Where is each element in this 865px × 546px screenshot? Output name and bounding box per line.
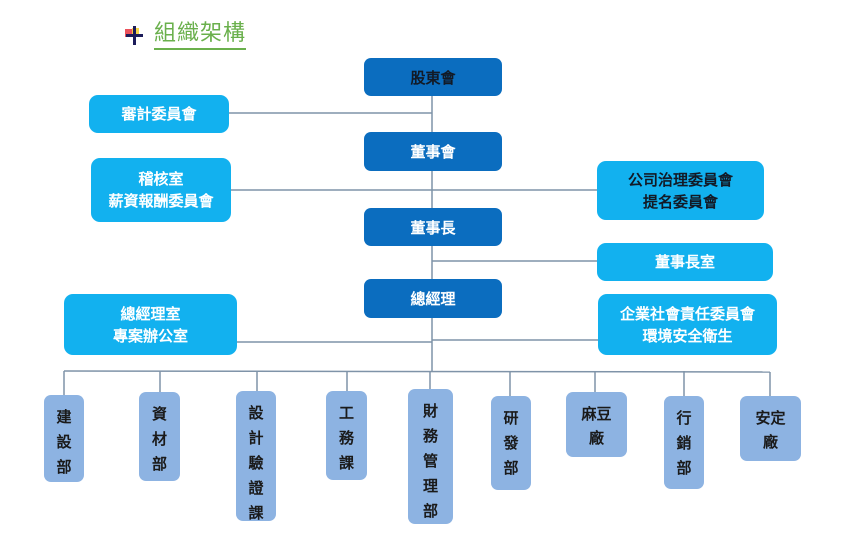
president-label: 總經理 — [410, 290, 456, 308]
department-label-materials: 資材部 — [151, 405, 167, 473]
internal-audit-label: 稽核室 — [138, 170, 184, 188]
page-title[interactable]: 組織架構 — [154, 21, 247, 50]
governance-committee-box[interactable]: 公司治理委員會 提名委員會 — [597, 161, 764, 220]
department-box-design-verification[interactable]: 設計驗證課 — [236, 391, 276, 522]
department-label-finance: 財務管理部 — [422, 402, 438, 520]
plus-cross-icon — [124, 25, 144, 45]
department-box-madou-plant[interactable]: 麻豆廠 — [566, 392, 627, 457]
shareholders-meeting-box[interactable]: 股東會 — [364, 58, 502, 96]
shareholders-meeting-label: 股東會 — [410, 68, 456, 87]
department-bus — [63, 370, 771, 373]
president-office-text: 總經理室 專案辦公室 — [113, 303, 188, 347]
board-of-directors-label: 董事會 — [410, 143, 456, 161]
ehs-label: 環境安全衛生 — [642, 326, 733, 345]
compensation-committee-label: 薪資報酬委員會 — [108, 192, 214, 210]
csr-committee-box[interactable]: 企業社會責任委員會 環境安全衛生 — [598, 294, 777, 355]
president-box[interactable]: 總經理 — [364, 279, 502, 318]
chairman-office-label: 董事長室 — [654, 253, 715, 271]
audit-committee-box[interactable]: 審計委員會 — [89, 95, 229, 133]
governance-committee-label: 公司治理委員會 — [627, 170, 733, 189]
president-office-box[interactable]: 總經理室 專案辦公室 — [64, 294, 237, 355]
chairman-office-box[interactable]: 董事長室 — [597, 243, 773, 281]
department-label-construction: 建設部 — [56, 408, 72, 476]
audit-committee-label: 審計委員會 — [121, 105, 197, 123]
department-box-construction[interactable]: 建設部 — [44, 395, 84, 482]
department-box-marketing[interactable]: 行銷部 — [664, 396, 704, 489]
department-label-madou-plant: 麻豆廠 — [581, 405, 612, 447]
department-label-rnd: 研發部 — [503, 409, 519, 477]
department-box-finance[interactable]: 財務管理部 — [408, 389, 453, 524]
csr-committee-label: 企業社會責任委員會 — [619, 304, 755, 323]
department-box-rnd[interactable]: 研發部 — [491, 396, 531, 490]
project-office-label: 專案辦公室 — [112, 326, 188, 345]
board-of-directors-box[interactable]: 董事會 — [364, 132, 502, 171]
department-box-materials[interactable]: 資材部 — [139, 392, 180, 481]
nomination-committee-label: 提名委員會 — [642, 192, 718, 211]
president-office-label: 總經理室 — [120, 304, 181, 323]
department-label-anding-plant: 安定廠 — [755, 409, 786, 451]
csr-committee-text: 企業社會責任委員會 環境安全衛生 — [620, 303, 755, 347]
internal-audit-box[interactable]: 稽核室 薪資報酬委員會 — [91, 158, 231, 222]
internal-audit-text: 稽核室 薪資報酬委員會 — [108, 168, 213, 212]
department-label-engineering: 工務課 — [338, 404, 354, 472]
department-label-marketing: 行銷部 — [676, 409, 692, 477]
chairman-label: 董事長 — [410, 218, 456, 237]
department-box-anding-plant[interactable]: 安定廠 — [740, 396, 801, 461]
department-box-engineering[interactable]: 工務課 — [326, 391, 367, 480]
department-label-design-verification: 設計驗證課 — [248, 404, 264, 522]
chairman-box[interactable]: 董事長 — [364, 208, 502, 246]
page-header: 組織架構 — [124, 20, 247, 50]
governance-committee-text: 公司治理委員會 提名委員會 — [628, 169, 733, 213]
